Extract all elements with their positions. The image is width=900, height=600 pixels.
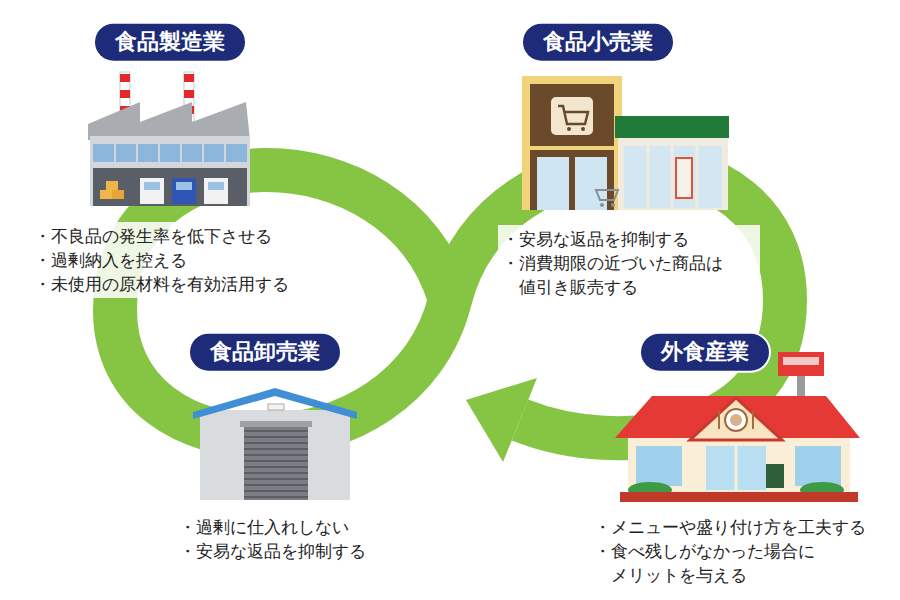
measure-list: ・不良品の発生率を低下させる・過剰納入を控える・未使用の原材料を有効活用する — [30, 222, 350, 298]
measure-list: ・過剰に仕入れしない・安易な返品を抑制する — [175, 513, 425, 565]
measure-item: ・メニューや盛り付け方を工夫する — [594, 515, 886, 539]
warehouse-illustration — [193, 388, 357, 500]
sector-heading: 食品小売業 — [523, 24, 673, 61]
store-illustration — [522, 76, 729, 210]
measure-item: ・安易な返品を抑制する — [502, 227, 756, 251]
sector-node: 外食産業・メニューや盛り付け方を工夫する・食べ残しがなかった場合に メリットを与… — [585, 330, 890, 592]
measure-item: ・不良品の発生率を低下させる — [34, 224, 346, 248]
sector-heading: 食品卸売業 — [190, 334, 340, 371]
sector-node: 食品卸売業・過剰に仕入れしない・安易な返品を抑制する — [170, 330, 430, 580]
measure-item: ・消費期限の近づいた商品は 値引き販売する — [502, 251, 756, 299]
sector-heading: 食品製造業 — [95, 24, 245, 61]
sector-heading: 外食産業 — [641, 334, 769, 371]
sector-node: 食品小売業・安易な返品を抑制する・消費期限の近づいた商品は 値引き販売する — [490, 18, 790, 303]
measure-item: ・食べ残しがなかった場合に メリットを与える — [594, 539, 886, 587]
measure-item: ・安易な返品を抑制する — [179, 539, 421, 563]
measure-list: ・メニューや盛り付け方を工夫する・食べ残しがなかった場合に メリットを与える — [590, 513, 890, 589]
factory-illustration — [88, 72, 250, 206]
measure-item: ・未使用の原材料を有効活用する — [34, 272, 346, 296]
restaurant-illustration — [615, 352, 860, 502]
measure-list: ・安易な返品を抑制する・消費期限の近づいた商品は 値引き販売する — [498, 225, 760, 301]
measure-item: ・過剰納入を控える — [34, 248, 346, 272]
sector-node: 食品製造業・不良品の発生率を低下させる・過剰納入を控える・未使用の原材料を有効活… — [20, 18, 360, 298]
measure-item: ・過剰に仕入れしない — [179, 515, 421, 539]
